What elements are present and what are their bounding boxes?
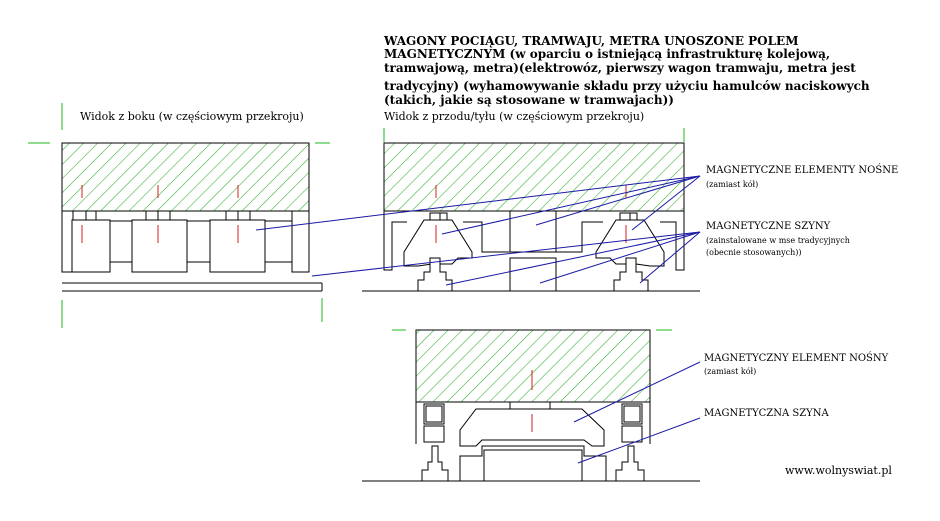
front-view-caption: Widok z przodu/tyłu (w częściowym przekr… xyxy=(384,110,644,123)
title-line-3: tramwajową, metra)(elektrowóz, pierwszy … xyxy=(384,61,856,75)
label-rails-note-1: (zainstalowane w mse tradycyjnych xyxy=(706,236,850,245)
side-centerlines xyxy=(28,103,330,328)
label-rails-note-2: (obecnie stosowanych)) xyxy=(706,248,801,257)
label-rails: MAGNETYCZNE SZYNY xyxy=(706,221,831,232)
side-bearing-element-1 xyxy=(71,219,111,273)
side-car-frame-right xyxy=(291,211,310,273)
front-view-single xyxy=(362,329,700,482)
label-single-rail: MAGNETYCZNA SZYNA xyxy=(704,408,829,419)
title-line-4: tradycyjny) (wyhamowywanie składu przy u… xyxy=(384,79,870,93)
side-view xyxy=(28,103,330,328)
side-view-caption: Widok z boku (w częściowym przekroju) xyxy=(80,110,304,123)
label-bearing-elements-note: (zamiast kół) xyxy=(706,180,758,189)
side-bearing-element-2 xyxy=(131,219,188,273)
front-center-rail xyxy=(509,257,557,292)
label-bearing-elements: MAGNETYCZNE ELEMENTY NOŚNE xyxy=(706,164,898,176)
website-credit: www.wolnyswiat.pl xyxy=(785,464,892,477)
front-rail-right xyxy=(613,257,649,292)
single-car-body-hatched xyxy=(415,329,651,403)
side-axis-marks xyxy=(81,185,239,243)
front-view-double xyxy=(362,128,700,292)
title-line-5: (takich, jakie są stosowane w tramwajach… xyxy=(384,93,674,107)
front-centerlines xyxy=(383,128,685,142)
title-line-1: WAGONY POCIĄGU, TRAMWAJU, METRA UNOSZONE… xyxy=(383,34,799,48)
side-car-body-hatched xyxy=(61,142,310,212)
front-center-block xyxy=(509,210,557,253)
front-car-body-hatched xyxy=(383,142,685,212)
title-line-2: MAGNETYCZNYM (w oparciu o istniejącą inf… xyxy=(384,47,830,61)
label-single-element-note: (zamiast kół) xyxy=(704,367,756,376)
label-single-element: MAGNETYCZNY ELEMENT NOŚNY xyxy=(704,352,889,364)
leader-lines xyxy=(255,175,701,464)
front-rail-left xyxy=(417,257,453,292)
